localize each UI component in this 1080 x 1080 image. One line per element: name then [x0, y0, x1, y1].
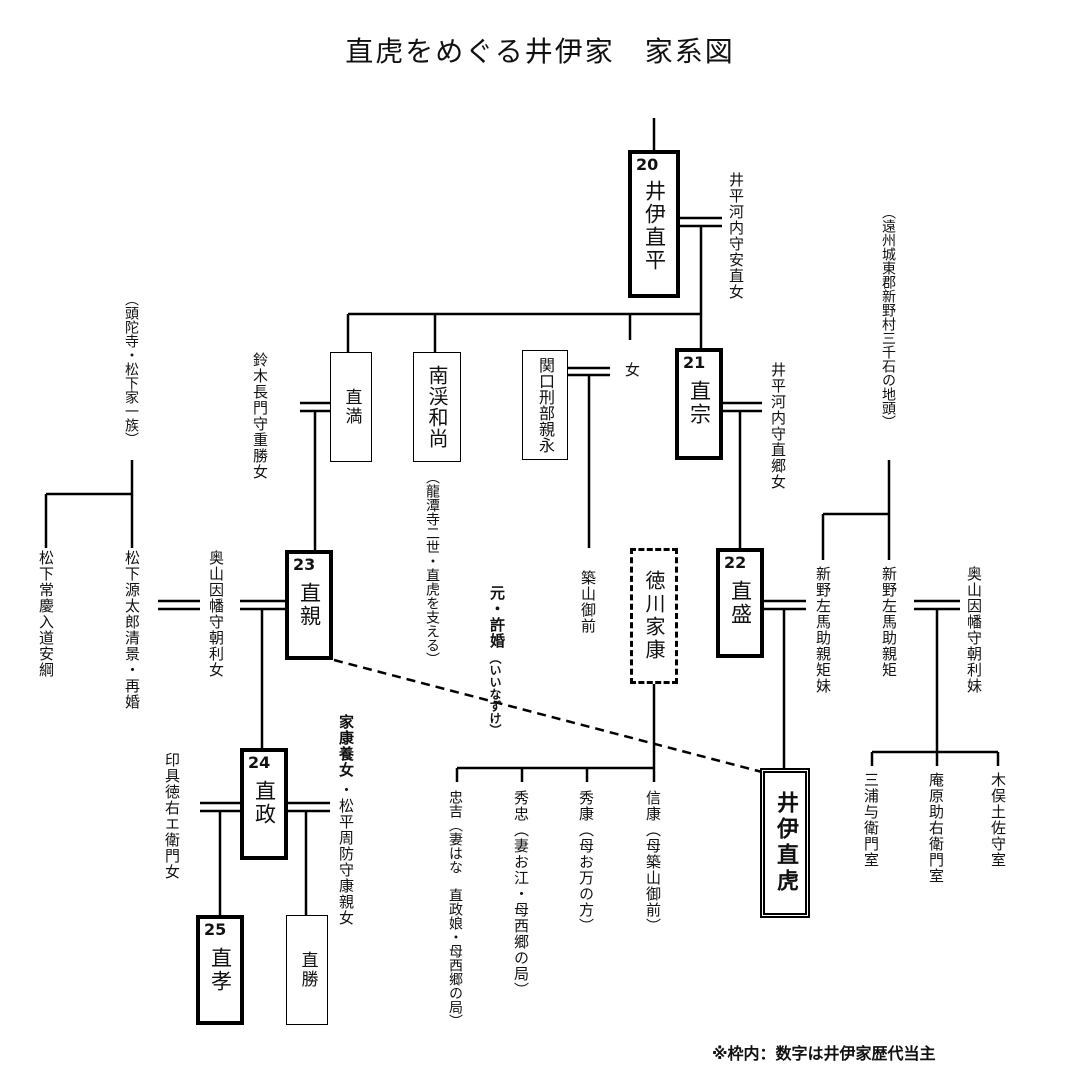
person-name: 南渓和尚: [425, 365, 449, 449]
person-naomori: 22 直盛: [716, 548, 764, 658]
label-hideyasu: 秀康（母お万の方）: [577, 790, 595, 934]
person-naokatsu: 直勝: [286, 915, 328, 1025]
person-naochika: 23 直親: [285, 550, 333, 660]
person-name: 直親: [297, 582, 322, 628]
generation-number: 24: [248, 753, 271, 772]
person-naohira: 20 井伊直平: [628, 150, 680, 298]
label-engaged-reading: （いいなずけ）: [488, 652, 502, 736]
person-naotora: 井伊直虎: [760, 768, 810, 918]
label-iohara: 庵原助右衛門室: [927, 772, 945, 884]
label-niino: 新野左馬助親矩: [880, 566, 898, 678]
generation-number: 23: [293, 555, 316, 574]
person-naomitsu: 直満: [330, 352, 372, 462]
person-name: 井伊直虎: [773, 791, 798, 895]
page-title: 直虎をめぐる井伊家 家系図: [345, 35, 735, 68]
label-kimata: 木俣土佐守室: [989, 772, 1007, 868]
label-nobuyasu: 信康（母築山御前）: [644, 790, 662, 934]
label-naomune-wife: 井平河内守直郷女: [769, 362, 787, 490]
person-name: 徳川家康: [642, 570, 666, 662]
person-name: 直政: [252, 780, 277, 826]
person-name: 関口刑部親永: [536, 357, 555, 453]
person-name: 直宗: [687, 380, 712, 426]
person-ieyasu: 徳川家康: [630, 548, 678, 684]
label-okuyama-sister: 奥山因幡守朝利妹: [965, 566, 983, 694]
person-name: 直勝: [297, 951, 318, 989]
person-nankei: 南渓和尚: [413, 352, 461, 462]
generation-number: 20: [636, 155, 659, 174]
label-daughter: 女: [623, 362, 641, 378]
label-matsushita-tsuneyoshi: 松下常慶入道安綱: [37, 550, 55, 678]
label-matsushita-kiyokage: 松下源太郎清景・再婚: [123, 550, 141, 710]
label-okuyama-daughter: 奥山因幡守朝利女: [207, 550, 225, 678]
label-matsushita-origin: （頭陀寺・松下家一族）: [123, 292, 139, 446]
person-naomune: 21 直宗: [675, 348, 723, 460]
person-naotaka: 25 直孝: [196, 915, 244, 1025]
label-hidetada: 秀忠（妻お江・母西郷の局）: [512, 790, 530, 998]
person-name: 直盛: [728, 580, 753, 626]
person-naomasa: 24 直政: [240, 748, 288, 860]
person-name: 直孝: [208, 947, 233, 993]
label-nankei-note: （龍潭寺二世・直虎を支える）: [424, 470, 440, 666]
label-tsukiyama: 築山御前: [579, 570, 597, 634]
generation-number: 25: [204, 920, 227, 939]
label-naomasa-wife-1: 家康養女: [337, 714, 355, 778]
person-sekiguchi: 関口刑部親永: [522, 350, 568, 460]
label-naomasa-wife-2: ・松平周防守康親女: [337, 782, 355, 926]
legend-note: ※枠内：数字は井伊家歴代当主: [712, 1044, 936, 1063]
label-miura: 三浦与衛門室: [862, 772, 880, 868]
person-name: 直満: [341, 388, 362, 426]
generation-number: 21: [683, 353, 706, 372]
label-naohira-wife: 井平河内守安直女: [727, 172, 745, 300]
label-niino-origin: （遠州城東郡新野村三千石の地頭）: [880, 205, 896, 429]
person-name: 井伊直平: [642, 180, 667, 272]
label-niino-sister: 新野左馬助親矩妹: [814, 566, 832, 694]
label-naomitsu-wife: 鈴木長門守重勝女: [251, 352, 269, 480]
label-engaged: 元・許婚: [488, 585, 506, 649]
generation-number: 22: [724, 553, 747, 572]
label-inugu: 印具徳右エ衛門女: [163, 752, 181, 880]
label-tadayoshi: 忠吉（妻はな 直政娘・母西郷の局）: [447, 790, 463, 1028]
